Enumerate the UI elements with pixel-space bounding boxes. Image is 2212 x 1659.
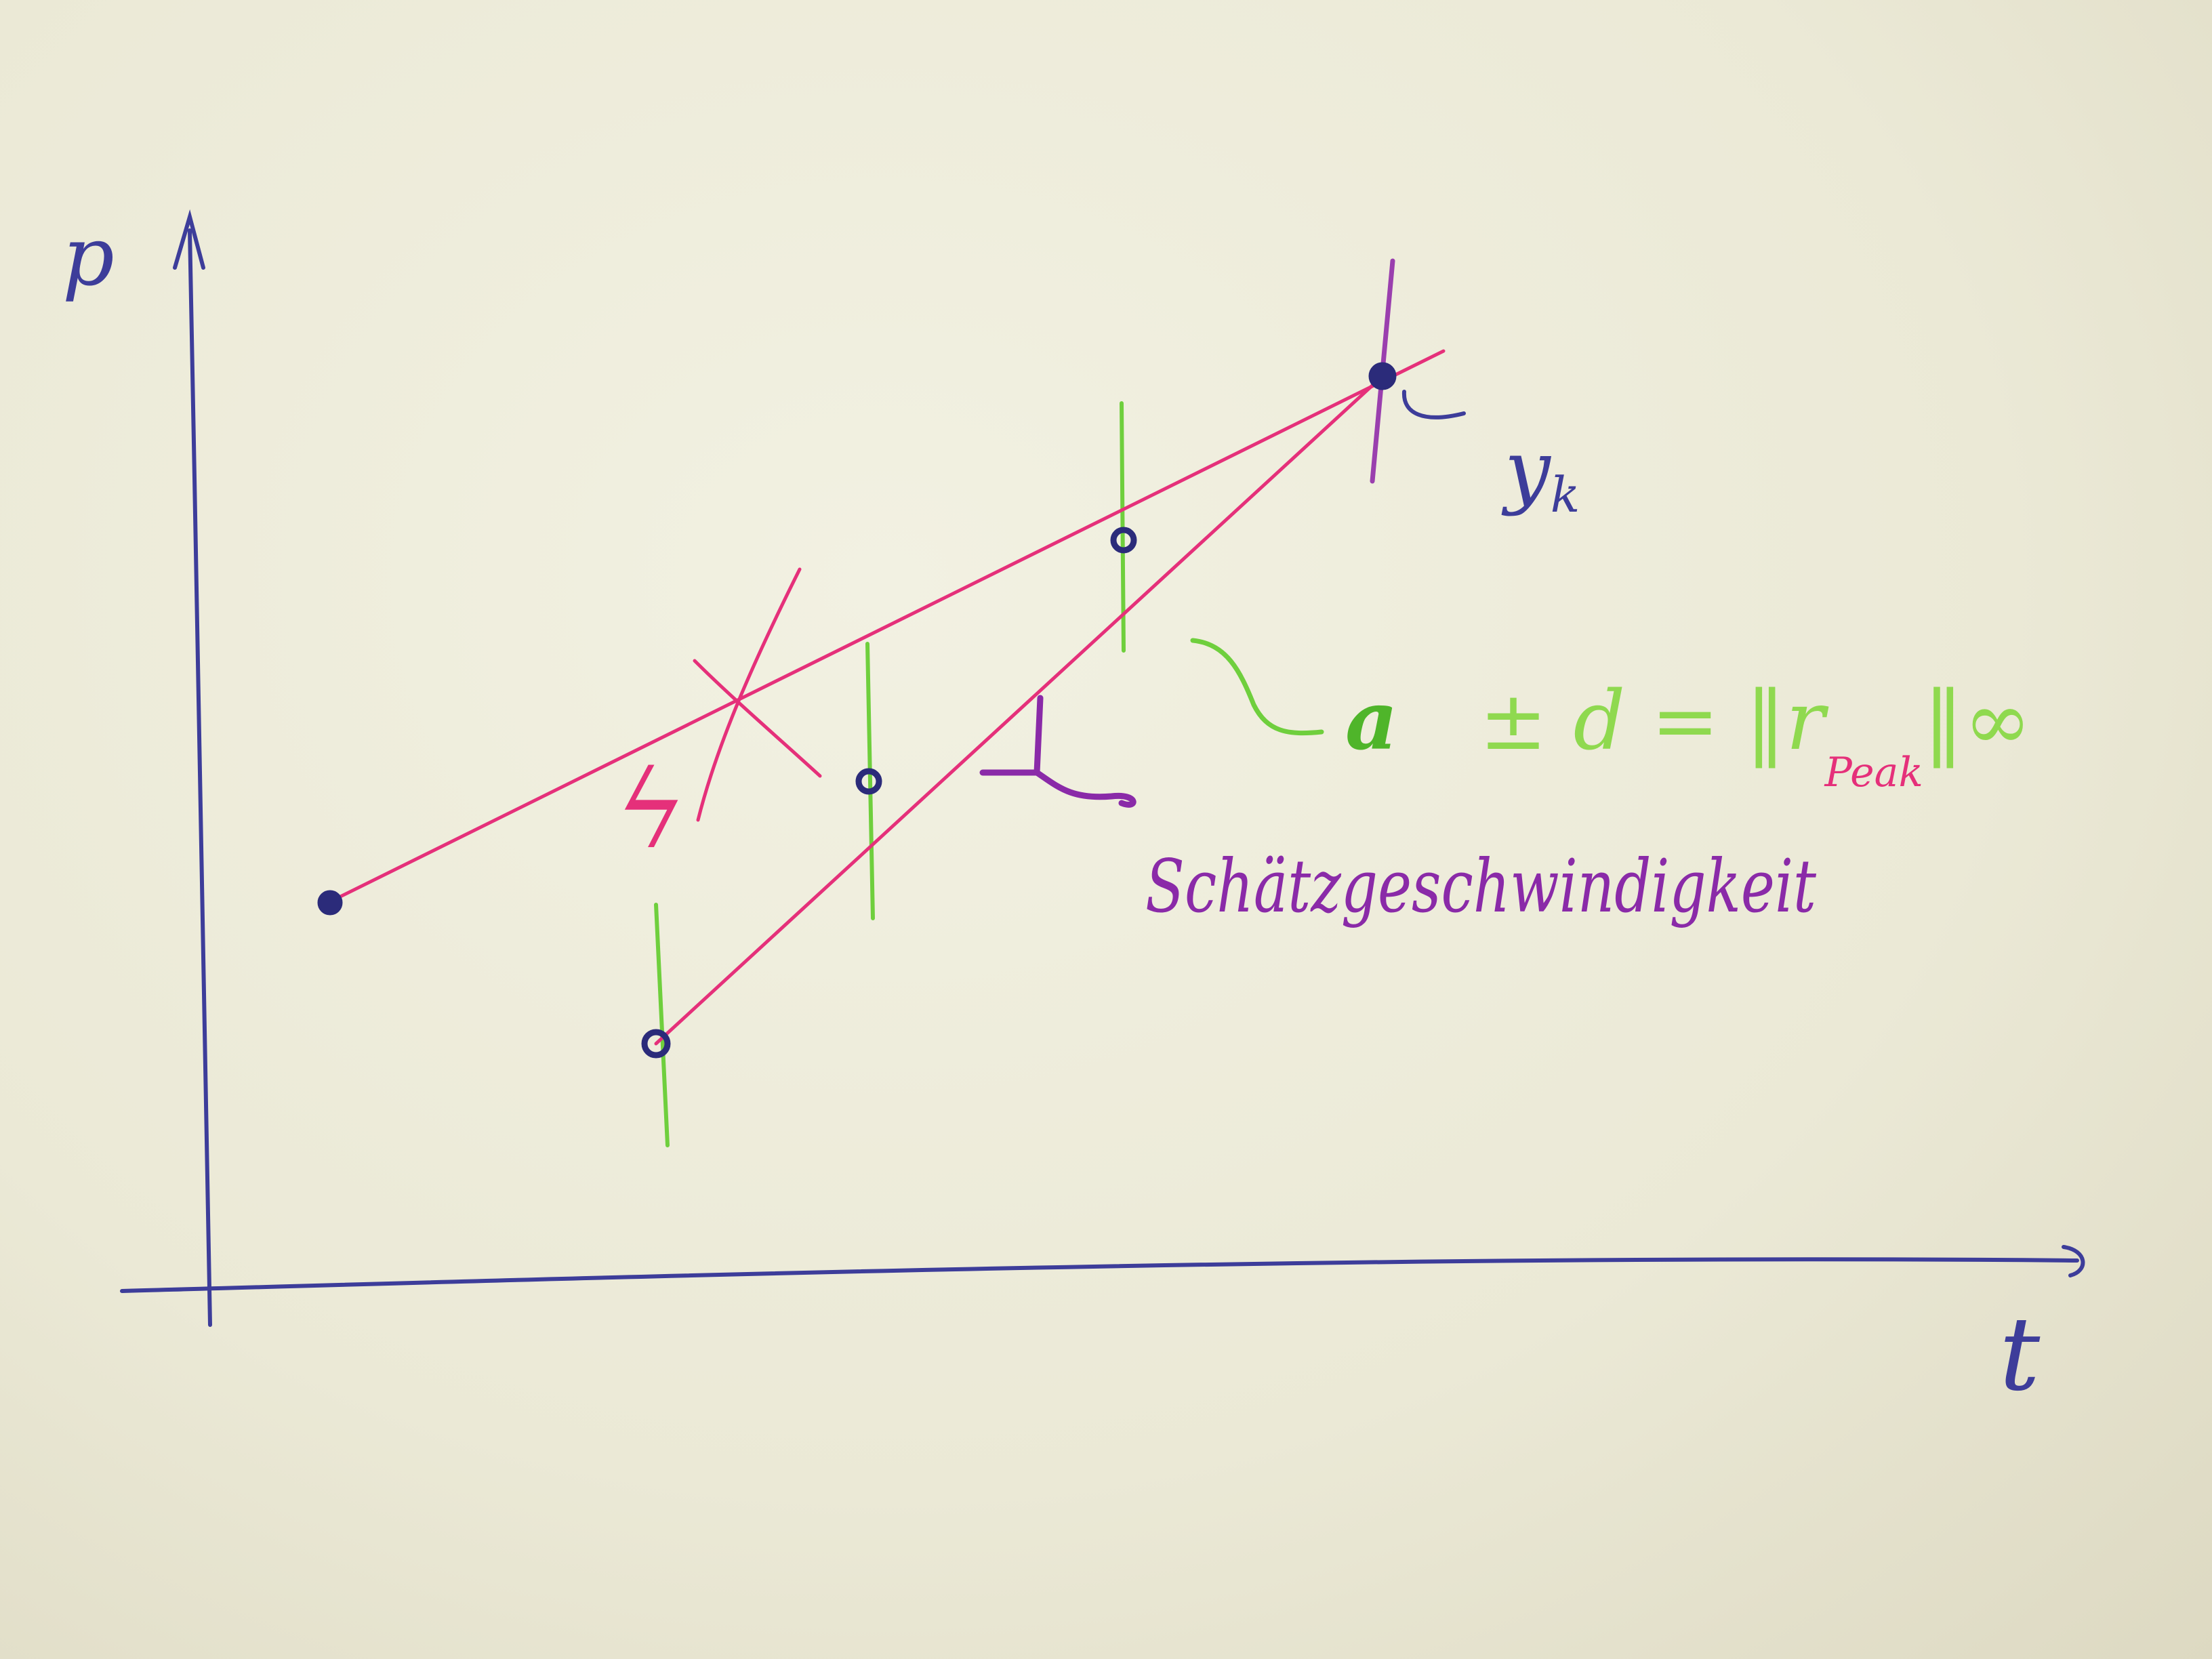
data-point-5 xyxy=(1110,527,1137,554)
error-bar-5 xyxy=(1120,401,1126,653)
cross-mark-icon xyxy=(693,567,822,822)
error-bar-3 xyxy=(654,903,670,1147)
x-axis-label: t xyxy=(1999,1296,2041,1414)
yk-sub: k xyxy=(1551,466,1580,523)
yk-main: y xyxy=(1501,424,1552,518)
brace-icon xyxy=(1190,638,1324,736)
pointer-icon xyxy=(1401,390,1466,419)
formula-rest: ± d = ‖r xyxy=(1479,674,1829,769)
leader-icon xyxy=(979,695,1136,808)
formula-a: a xyxy=(1345,673,1398,769)
data-point-last xyxy=(1368,362,1397,390)
formula-end: ‖∞ xyxy=(1923,674,2032,769)
data-points xyxy=(317,362,1397,1059)
lightning-icon: ϟ xyxy=(615,746,687,873)
formula: a ± d = ‖rPeak‖∞ xyxy=(1345,673,2032,796)
error-bar-4 xyxy=(865,642,875,920)
y-axis-arrow-icon xyxy=(173,209,205,270)
y-axis xyxy=(188,228,212,1327)
yk-label: yk xyxy=(1501,424,1580,523)
data-point-3 xyxy=(641,1029,671,1059)
x-axis-arrow-icon xyxy=(2062,1245,2085,1277)
lower-line xyxy=(654,374,1385,1046)
y-axis-label: p xyxy=(62,210,115,304)
data-point-4 xyxy=(855,768,882,795)
formula-sub: Peak xyxy=(1824,749,1923,796)
speed-word: Schätzgeschwindigkeit xyxy=(1145,844,1816,929)
x-axis xyxy=(120,1257,2079,1293)
upper-line xyxy=(329,349,1446,903)
axes xyxy=(120,209,2085,1327)
error-bars xyxy=(654,401,1126,1147)
data-point-1 xyxy=(317,890,343,916)
estimate-lines xyxy=(329,349,1446,1046)
